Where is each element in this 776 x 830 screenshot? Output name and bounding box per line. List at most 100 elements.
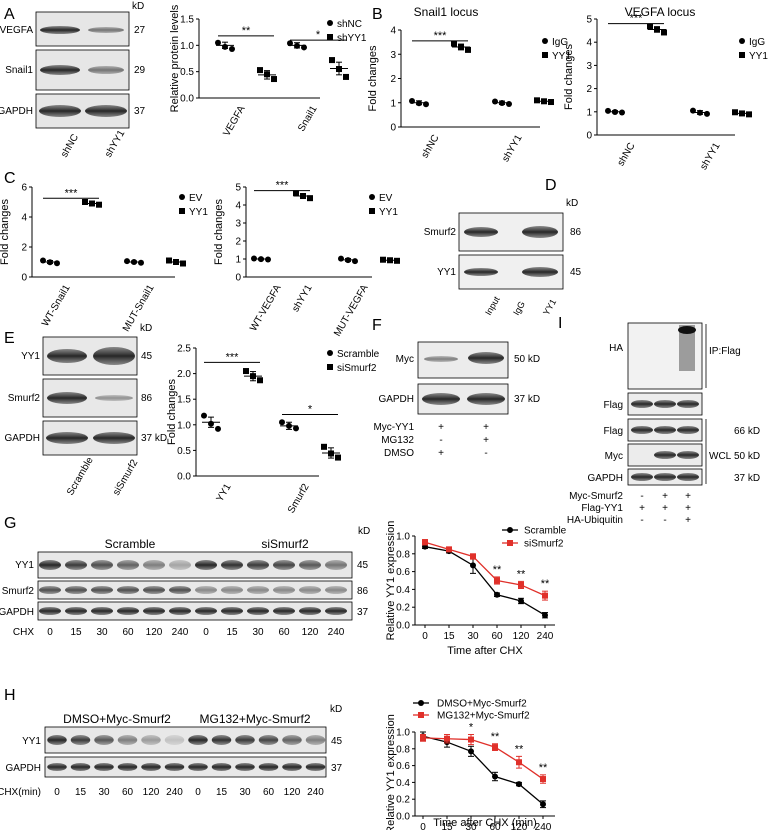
blot-f-kd: 37 kD xyxy=(514,394,540,405)
blot-i-sign: + xyxy=(662,503,668,514)
data-point xyxy=(506,100,512,107)
blot-i-band xyxy=(654,473,676,481)
y-tick-label: 6 xyxy=(21,183,27,194)
blot-a-unit: kD xyxy=(132,1,144,12)
legend-marker xyxy=(542,52,548,58)
blot-i-label: HA xyxy=(609,343,623,354)
data-point xyxy=(300,193,306,199)
blot-band xyxy=(299,560,321,570)
y-tick-label: 4 xyxy=(390,26,396,37)
blot-i-smear xyxy=(679,325,695,371)
y-tick-label: 1.0 xyxy=(180,41,194,52)
blot-a-lane: shNC xyxy=(59,132,81,159)
data-point xyxy=(697,109,703,116)
blot-f-band xyxy=(467,393,505,405)
data-point xyxy=(704,110,710,117)
significance-label: *** xyxy=(630,13,644,25)
blot-band xyxy=(91,586,113,594)
blot-i-sign: + xyxy=(685,503,691,514)
y-tick-label: 2.5 xyxy=(177,344,191,355)
legend-marker xyxy=(542,38,548,44)
panel-letter-e: E xyxy=(4,330,15,347)
y-tick-label: 1.5 xyxy=(180,15,194,26)
blot-band xyxy=(141,763,161,771)
blot-band xyxy=(195,560,217,570)
data-point xyxy=(605,107,611,114)
y-tick-label: 0 xyxy=(21,273,27,284)
panel-letter-i: I xyxy=(558,315,562,332)
blot-e-kd: 45 xyxy=(141,351,153,362)
y-axis-label: Fold changes xyxy=(166,378,178,445)
blot-band xyxy=(195,586,217,594)
time-lane-label: 15 xyxy=(226,627,238,638)
blot-f-band xyxy=(422,393,460,405)
blot-band xyxy=(65,586,87,594)
blot-band xyxy=(65,560,87,570)
x-tick-label: WT-VEGFA xyxy=(248,283,284,334)
y-tick-label: 2 xyxy=(21,243,27,254)
blot-g-label: YY1 xyxy=(15,560,34,571)
blot-band xyxy=(117,560,139,570)
y-axis-label: Relative YY1 expression xyxy=(385,521,397,641)
x-tick-label: MUT-VEGFA xyxy=(332,283,371,339)
data-point xyxy=(548,99,554,106)
y-axis-label: Fold changes xyxy=(213,198,225,265)
blot-f-sign: + xyxy=(438,448,444,459)
blot-g: kD Scramble siSmurf2 YY1 Smurf2 GAPDH 45… xyxy=(0,526,370,638)
blot-i-sign: + xyxy=(639,503,645,514)
y-tick-label: 4 xyxy=(235,201,241,212)
data-point xyxy=(518,597,524,604)
data-point xyxy=(492,744,498,751)
data-point xyxy=(458,43,464,50)
y-axis-label: Relative protein levels xyxy=(169,4,181,112)
blot-f-sign: - xyxy=(439,435,442,446)
blot-a: kD VEGFA Snail1 GAPDH 27 29 37 shNC shYY… xyxy=(0,1,146,160)
blot-i-sign: + xyxy=(685,491,691,502)
blot-h-bands xyxy=(47,735,326,771)
blot-i-band xyxy=(677,473,699,481)
significance-label: * xyxy=(316,29,321,41)
blot-band xyxy=(94,735,114,745)
legend-marker xyxy=(327,364,333,370)
blot-band xyxy=(91,560,113,570)
blot-d-lane: Input xyxy=(483,294,502,317)
blot-i-sign: - xyxy=(640,491,643,502)
time-lane-label: 15 xyxy=(75,787,87,798)
y-tick-label: 0.2 xyxy=(396,603,410,614)
blot-a-band xyxy=(85,105,127,117)
blot-h-label: GAPDH xyxy=(5,763,41,774)
blot-band xyxy=(221,560,243,570)
data-point xyxy=(394,257,400,264)
blot-g-unit: kD xyxy=(358,526,370,537)
x-tick-label: 120 xyxy=(513,631,530,642)
blot-h-label: YY1 xyxy=(22,736,41,747)
legend-marker xyxy=(739,38,745,44)
data-point xyxy=(258,256,264,263)
legend-marker xyxy=(507,527,513,533)
time-lane-label: 0 xyxy=(54,787,60,798)
blot-band xyxy=(282,735,302,745)
data-point xyxy=(321,443,327,450)
legend-label: shYY1 xyxy=(337,33,367,44)
data-point xyxy=(47,259,53,266)
blot-i-sign: + xyxy=(685,515,691,526)
blot-band xyxy=(164,763,185,771)
time-lane-label: 30 xyxy=(98,787,110,798)
x-tick-label: shNC xyxy=(420,133,442,160)
blot-band xyxy=(39,586,61,594)
blot-band xyxy=(117,763,138,771)
blot-band xyxy=(47,735,67,745)
y-tick-label: 2.0 xyxy=(177,369,191,380)
panel-letter-g: G xyxy=(4,515,16,532)
blot-i-ip-label: IP:Flag xyxy=(709,346,741,357)
data-point xyxy=(416,100,422,107)
time-lane-label: 60 xyxy=(278,627,290,638)
blot-band xyxy=(39,607,61,615)
blot-band xyxy=(164,735,185,745)
blot-d-label: YY1 xyxy=(437,267,456,278)
blot-band xyxy=(258,735,279,745)
data-point xyxy=(40,257,46,264)
data-point xyxy=(516,781,522,788)
